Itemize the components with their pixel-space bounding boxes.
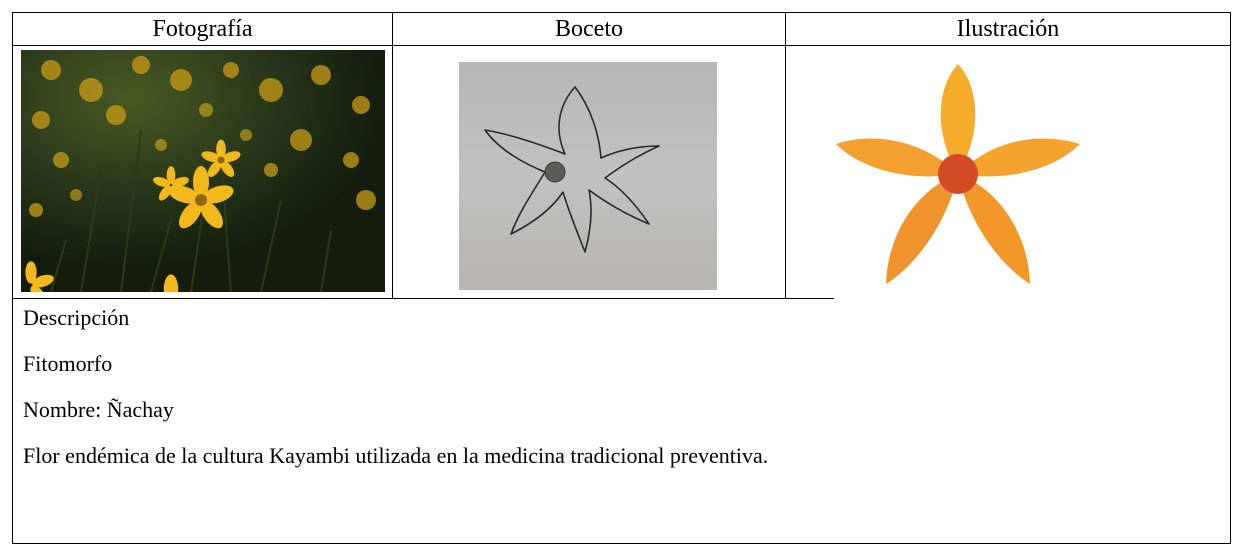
photo-yellow-flowers-graphic	[21, 50, 385, 292]
pencil-sketch-flower-graphic	[484, 86, 660, 253]
description-cell: Descripción Fitomorfo Nombre: Ñachay Flo…	[12, 298, 1231, 544]
header-row: Fotografía Boceto Ilustración	[12, 12, 1231, 46]
pencil-sketch-flower	[459, 62, 717, 290]
flower-description-table: Fotografía Boceto Ilustración	[12, 12, 1231, 544]
photo-cell	[12, 45, 393, 299]
orange-flower-illustration	[836, 64, 1080, 284]
description-row: Descripción Fitomorfo Nombre: Ñachay Flo…	[12, 298, 1231, 544]
description-name: Nombre: Ñachay	[23, 397, 174, 422]
flower-center	[938, 154, 978, 194]
header-boceto: Boceto	[392, 12, 786, 46]
sketch-cell	[392, 45, 786, 299]
description-text: Flor endémica de la cultura Kayambi util…	[23, 443, 769, 468]
image-row	[12, 45, 1231, 300]
description-type: Fitomorfo	[23, 351, 113, 376]
header-ilustracion: Ilustración	[785, 12, 1231, 46]
description-heading: Descripción	[23, 305, 130, 330]
illustration-cell	[785, 45, 1231, 300]
orange-five-petal-flower	[786, 46, 1230, 300]
photo-yellow-flowers	[21, 50, 385, 292]
header-fotografia: Fotografía	[12, 12, 393, 46]
flower-main	[168, 166, 234, 229]
cell-border-mask	[834, 298, 1230, 300]
